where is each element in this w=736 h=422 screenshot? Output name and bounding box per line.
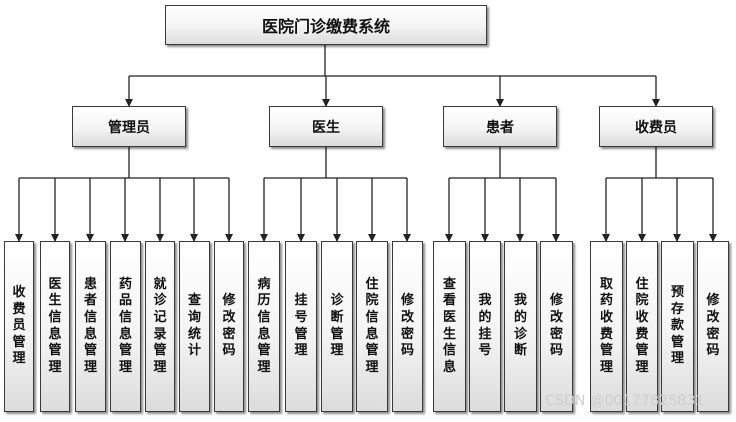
role-label: 收费员 bbox=[635, 119, 677, 136]
leaf-my-diagnosis: 我的诊断 bbox=[504, 241, 537, 412]
leaf-query-statistics: 查询统计 bbox=[179, 241, 210, 412]
leaf-doctor-change-password: 修改密码 bbox=[392, 241, 423, 412]
leaf-admin-change-password: 修改密码 bbox=[214, 241, 244, 412]
leaf-visit-record-management: 就诊记录管理 bbox=[145, 241, 175, 412]
leaf-diagnosis-management: 诊断管理 bbox=[321, 241, 353, 412]
role-node-doctor: 医生 bbox=[269, 106, 383, 147]
leaf-drug-info-management: 药品信息管理 bbox=[110, 241, 141, 412]
leaf-deposit-management: 预存款管理 bbox=[661, 241, 694, 412]
leaf-doctor-info-management: 医生信息管理 bbox=[40, 241, 70, 412]
watermark: CSDN @00177825831 bbox=[545, 393, 705, 409]
leaf-cashier-change-password: 修改密码 bbox=[697, 241, 729, 412]
role-label: 医生 bbox=[312, 119, 340, 136]
leaf-my-registration: 我的挂号 bbox=[469, 241, 501, 412]
leaf-dispensing-fee-management: 取药收费管理 bbox=[590, 241, 623, 412]
root-label: 医院门诊缴费系统 bbox=[261, 17, 390, 36]
leaf-medical-record-management: 病历信息管理 bbox=[248, 241, 280, 412]
root-node: 医院门诊缴费系统 bbox=[165, 5, 487, 45]
leaf-patient-change-password: 修改密码 bbox=[540, 241, 573, 412]
leaf-registration-management: 挂号管理 bbox=[285, 241, 317, 412]
role-node-admin: 管理员 bbox=[72, 106, 186, 147]
leaf-inpatient-info-management: 住院信息管理 bbox=[356, 241, 388, 412]
leaf-inpatient-fee-management: 住院收费管理 bbox=[626, 241, 658, 412]
role-node-cashier: 收费员 bbox=[599, 106, 713, 147]
role-label: 患者 bbox=[486, 119, 514, 136]
role-node-patient: 患者 bbox=[443, 106, 557, 147]
role-label: 管理员 bbox=[108, 119, 150, 136]
leaf-cashier-management: 收费员管理 bbox=[4, 241, 34, 412]
leaf-patient-info-management: 患者信息管理 bbox=[75, 241, 106, 412]
leaf-view-doctor-info: 查看医生信息 bbox=[433, 241, 466, 412]
